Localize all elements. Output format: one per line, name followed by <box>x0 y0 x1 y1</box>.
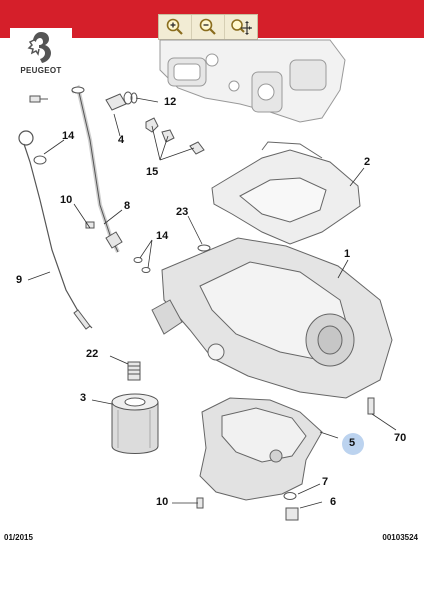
toolbar <box>158 14 258 40</box>
callout-2[interactable]: 2 <box>364 156 371 168</box>
zoom-out-icon <box>199 18 216 35</box>
lower-oil-pan <box>199 397 323 501</box>
dipstick <box>18 130 93 330</box>
footer-code: 00103524 <box>382 533 418 542</box>
filter-stud <box>127 361 141 381</box>
seal-rings <box>33 155 297 500</box>
callout-6[interactable]: 6 <box>330 496 337 508</box>
callout-12[interactable]: 12 <box>164 96 177 108</box>
brand-name: PEUGEOT <box>20 66 62 75</box>
footer-date: 01/2015 <box>4 533 33 542</box>
callout-9[interactable]: 9 <box>16 274 23 286</box>
callout-14-right[interactable]: 14 <box>156 230 169 242</box>
zoom-in-button[interactable] <box>159 15 192 39</box>
dipstick-tube <box>70 84 123 253</box>
callout-3[interactable]: 3 <box>80 392 87 404</box>
callout-5[interactable]: 5 <box>349 437 356 449</box>
callout-4[interactable]: 4 <box>118 134 125 146</box>
callout-14-left[interactable]: 14 <box>62 130 75 142</box>
brand-logo <box>10 28 72 90</box>
callout-15[interactable]: 15 <box>146 166 159 178</box>
callout-8[interactable]: 8 <box>124 200 131 212</box>
callout-10-bottom[interactable]: 10 <box>156 496 169 508</box>
peugeot-lion-icon <box>27 32 51 63</box>
baffle-plate <box>211 141 361 245</box>
highlight-marker <box>342 433 364 455</box>
callout-22[interactable]: 22 <box>86 348 99 360</box>
callout-23[interactable]: 23 <box>176 206 189 218</box>
drain-plug <box>285 507 299 521</box>
callout-1[interactable]: 1 <box>344 248 351 260</box>
upper-oil-pan <box>151 237 393 399</box>
sensor-part <box>105 91 138 111</box>
callout-7[interactable]: 7 <box>322 476 329 488</box>
callout-10-top[interactable]: 10 <box>60 194 73 206</box>
oil-filter <box>111 393 159 454</box>
callout-70[interactable]: 70 <box>394 432 407 444</box>
zoom-in-icon <box>166 18 183 35</box>
leader-lines <box>27 97 397 509</box>
cylinder-head <box>159 39 346 123</box>
clip-parts <box>145 117 205 155</box>
zoom-out-button[interactable] <box>192 15 225 39</box>
pan-zoom-button[interactable] <box>225 15 257 39</box>
bolt-part <box>29 95 48 103</box>
pan-zoom-icon <box>231 19 252 35</box>
